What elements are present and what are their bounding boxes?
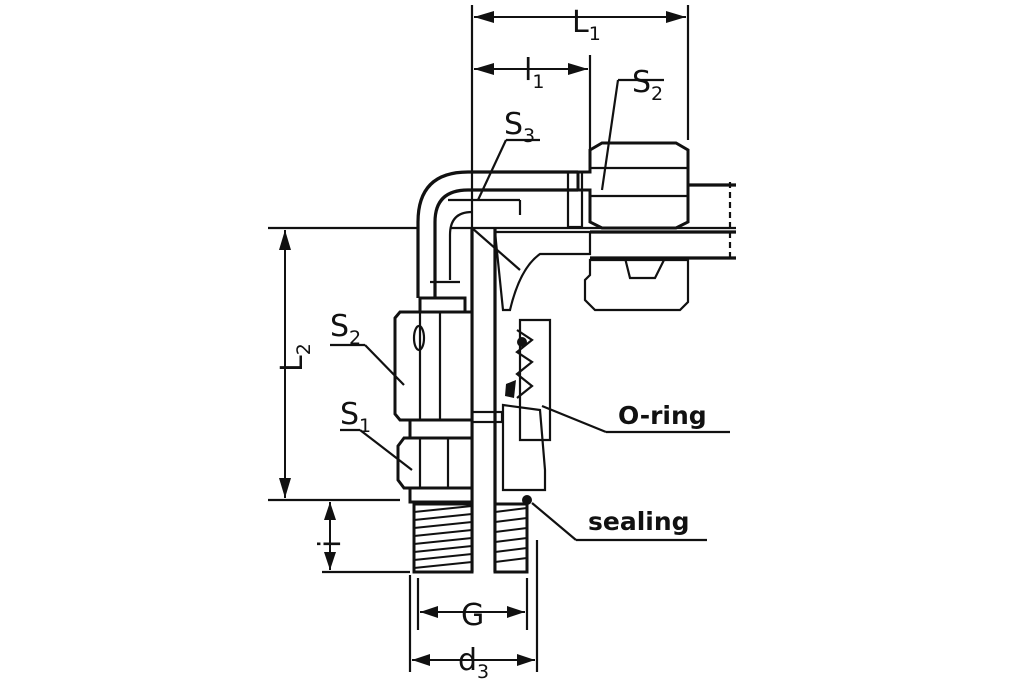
elbow-tube <box>416 170 578 298</box>
label-oring: O-ring <box>618 401 707 430</box>
sealing-ring <box>522 495 532 505</box>
label-i: i <box>313 540 348 548</box>
thread-stud <box>412 329 534 574</box>
oring-wedge <box>505 380 516 398</box>
label-S3: S3 <box>504 107 535 147</box>
left-lower-nut <box>396 410 504 504</box>
leaders <box>330 78 730 542</box>
body-section <box>470 227 592 572</box>
dimension-G <box>420 606 525 618</box>
label-L2: L2 <box>275 343 315 372</box>
dimension-L2 <box>279 230 291 498</box>
label-l1: l1 <box>524 53 544 93</box>
label-L1: L1 <box>572 5 601 45</box>
right-nut-section <box>583 256 690 312</box>
dimension-l1 <box>474 63 588 75</box>
label-S1: S1 <box>340 397 371 437</box>
right-nut <box>566 141 690 230</box>
label-S2-top: S2 <box>632 65 663 105</box>
dimension-d3 <box>412 654 535 666</box>
dimension-L1 <box>474 11 686 23</box>
label-sealing: sealing <box>588 507 690 536</box>
extension-lines <box>268 5 736 672</box>
label-d3: d3 <box>458 643 489 683</box>
label-S2-left: S2 <box>330 309 361 349</box>
left-upper-nut <box>393 296 474 422</box>
oring-seal <box>517 337 527 347</box>
dimension-i <box>324 502 336 570</box>
label-G: G <box>461 598 484 633</box>
